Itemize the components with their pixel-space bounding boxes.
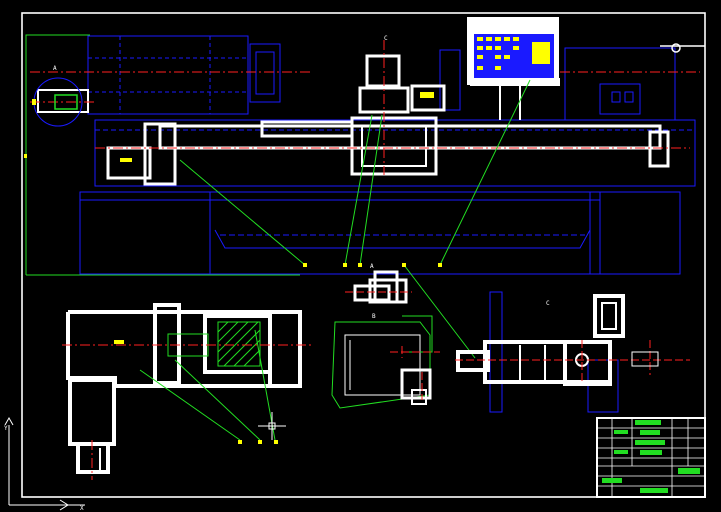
ucs-y-label: Y [4, 425, 8, 432]
view-label-a-mid: A [370, 263, 374, 270]
ucs-x-label: X [80, 505, 84, 512]
title-block [596, 417, 706, 498]
middle-a-part [353, 270, 408, 304]
crosshair-marker [258, 412, 286, 440]
right-c-center [455, 340, 690, 382]
top-center-lines [30, 40, 700, 175]
leader-markers [24, 154, 442, 267]
drawing-border [21, 12, 706, 498]
parts-table [467, 17, 560, 86]
bottom-left-highlight [114, 340, 124, 344]
ucs-icon [4, 416, 85, 511]
view-label-b-mid: B [372, 313, 376, 320]
bottom-left-center-lines [62, 344, 312, 480]
view-label-c-mid: C [546, 300, 550, 307]
view-label-a-top: A [53, 65, 57, 72]
bottom-left-hatching [167, 321, 261, 367]
top-assembly-hidden-lines [79, 35, 696, 275]
green-frame [25, 34, 90, 275]
right-c-small-part [631, 351, 659, 367]
right-c-outlines [456, 294, 625, 386]
top-highlights [32, 92, 434, 162]
top-leader-lines [179, 79, 531, 359]
middle-b-center [390, 346, 440, 400]
bottom-left-markers [238, 440, 278, 444]
view-label-c-top: C [384, 35, 388, 42]
middle-b-part [331, 315, 433, 409]
bottom-left-view-outlines [66, 303, 302, 474]
top-assembly-outlines [37, 43, 705, 186]
right-c-hidden [489, 291, 619, 413]
